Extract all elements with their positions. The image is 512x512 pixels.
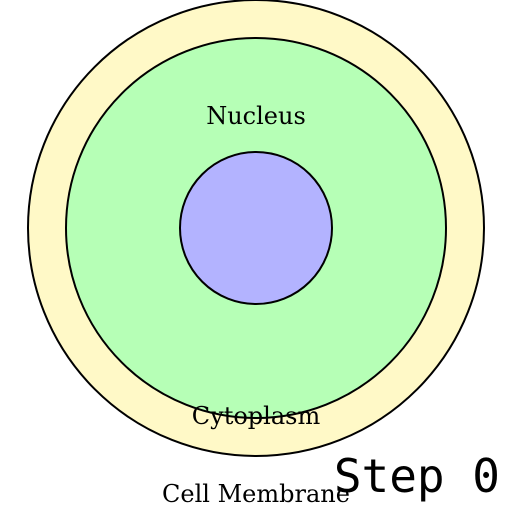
cytoplasm-label: Cytoplasm bbox=[192, 402, 321, 430]
nucleus-circle bbox=[179, 151, 333, 305]
step-label: Step 0 bbox=[334, 449, 500, 503]
nucleus-label: Nucleus bbox=[206, 102, 306, 130]
cell-membrane-label: Cell Membrane bbox=[162, 480, 350, 508]
